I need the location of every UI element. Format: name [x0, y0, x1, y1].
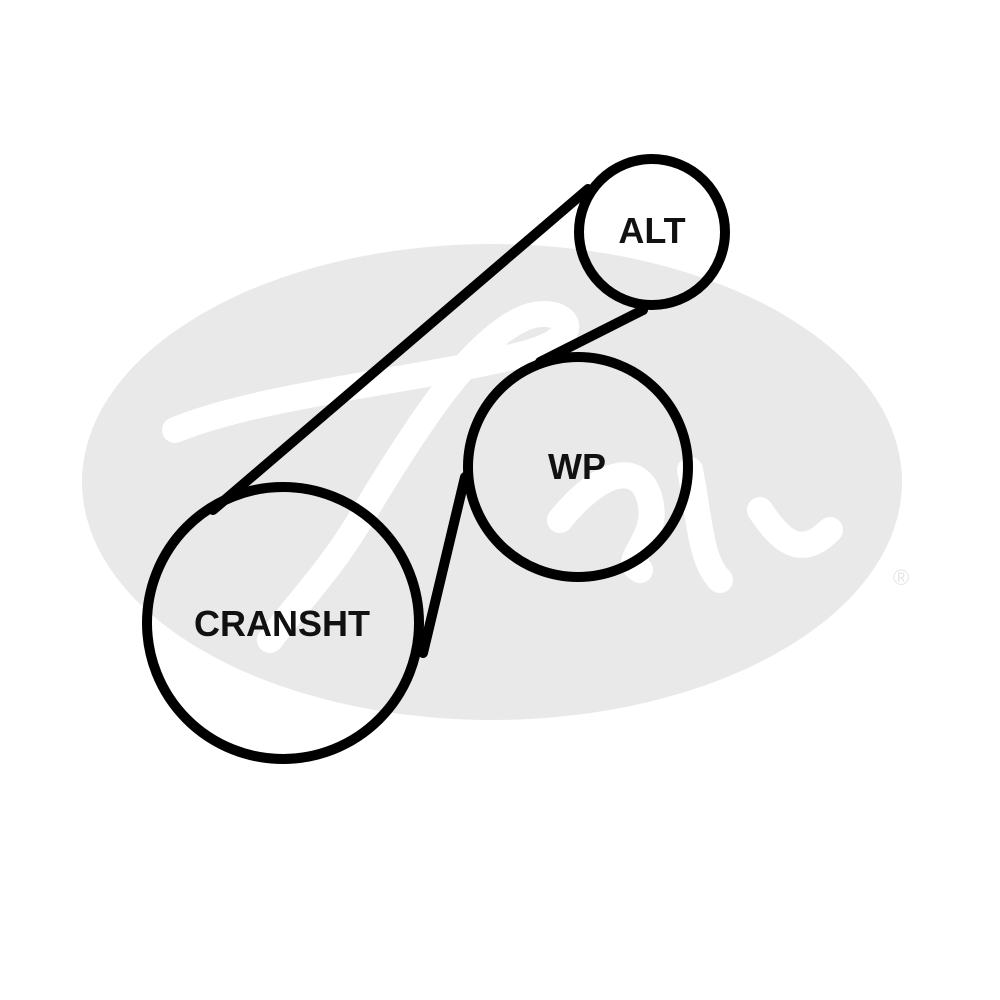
- pulley-crankshaft-circle: [142, 482, 424, 764]
- belt-segment-wp-to-crank: [418, 472, 470, 658]
- brand-watermark-logo: ®: [82, 244, 909, 720]
- pulley-crankshaft-label: CRANSHT: [194, 603, 370, 644]
- registered-mark: ®: [893, 565, 909, 590]
- pulley-alternator: ALT: [574, 154, 730, 310]
- pulley-water-pump: WP: [463, 352, 693, 582]
- belt-segment-crank-to-alt: [208, 184, 593, 515]
- pulley-water-pump-circle: [463, 352, 693, 582]
- pulley-alternator-circle: [574, 154, 730, 310]
- pulley-crankshaft: CRANSHT: [142, 482, 424, 764]
- belt-segment-alt-to-wp: [535, 305, 648, 367]
- pulley-water-pump-label: WP: [548, 446, 606, 487]
- pulley-alternator-label: ALT: [618, 210, 685, 251]
- belt: [208, 184, 648, 658]
